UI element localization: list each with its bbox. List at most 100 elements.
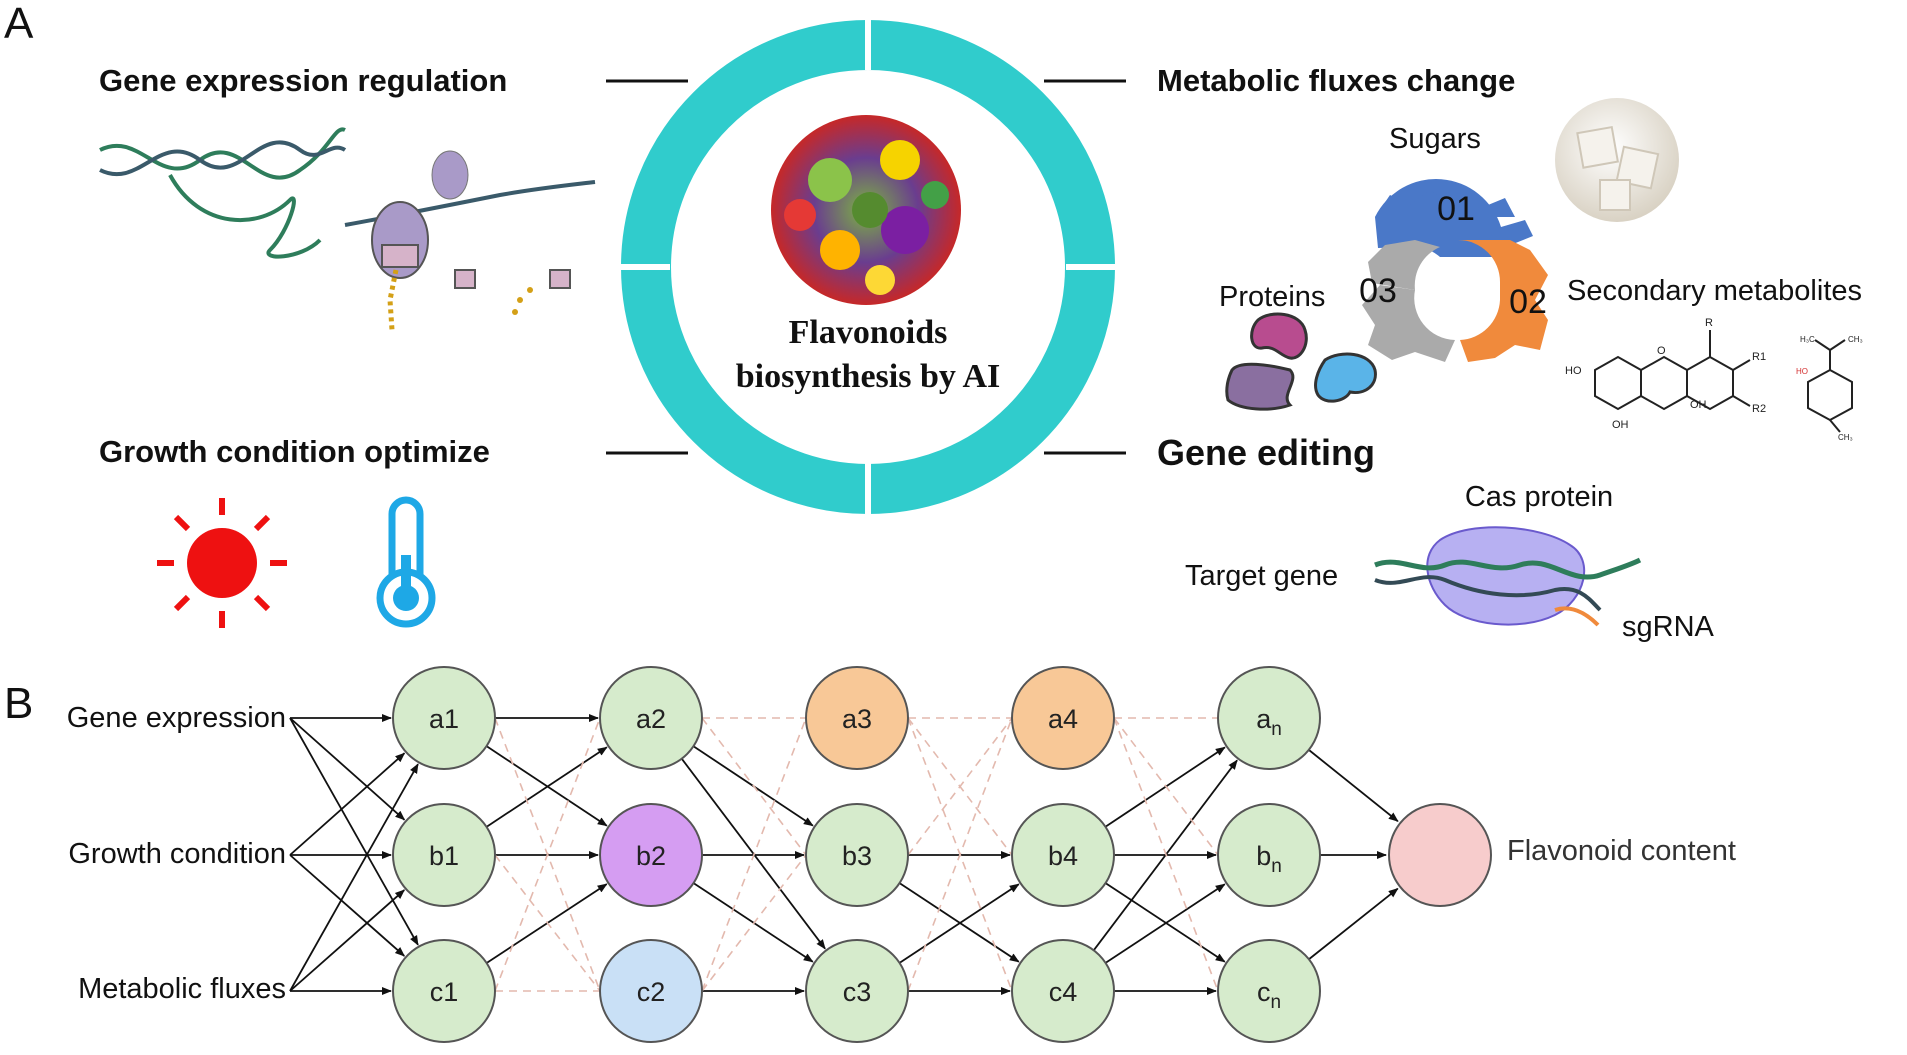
chem-oh-right: OH <box>1690 399 1707 411</box>
gear-number-01: 01 <box>1437 190 1475 228</box>
solid-edge <box>1105 882 1226 963</box>
node-label-a3: a3 <box>842 704 872 734</box>
output-label: Flavonoid content <box>1507 835 1736 867</box>
chem-r1: R1 <box>1752 351 1766 363</box>
node-b4 <box>1011 803 1115 907</box>
node-label-c4: c4 <box>1049 977 1078 1007</box>
input-edge <box>289 763 419 992</box>
chem-h3c: H₃C <box>1800 335 1815 344</box>
node-a1 <box>392 666 496 770</box>
solid-edge <box>1105 883 1226 964</box>
chem-ho: HO <box>1565 365 1582 377</box>
connector-lines <box>606 79 1126 455</box>
chem-r2: R2 <box>1752 403 1766 415</box>
node-label-an: an <box>1256 704 1282 740</box>
dashed-edge <box>1113 717 1219 856</box>
panel-label-a: A <box>4 0 34 48</box>
panel-label-b: B <box>4 679 33 728</box>
solid-edge <box>899 882 1020 963</box>
node-an <box>1217 666 1321 770</box>
node-cn <box>1217 939 1321 1043</box>
node-label-c2: c2 <box>637 977 666 1007</box>
node-label-bn: bn <box>1256 841 1282 877</box>
output-node <box>1388 803 1492 907</box>
node-label-a2: a2 <box>636 704 666 734</box>
dashed-edge <box>701 717 807 992</box>
input-label-growth-condition: Growth condition <box>68 838 286 870</box>
target-gene-label: Target gene <box>1185 560 1338 592</box>
heading-metabolic-fluxes: Metabolic fluxes change <box>1157 63 1515 98</box>
crispr-cas-icon <box>1374 526 1642 627</box>
solid-edge <box>899 883 1020 964</box>
node-label-c1: c1 <box>430 977 459 1007</box>
chem-ch3-bottom: CH₃ <box>1838 433 1853 442</box>
sugar-cubes-image <box>1555 98 1679 222</box>
sgrna-label: sgRNA <box>1622 611 1715 643</box>
node-label-b3: b3 <box>842 841 872 871</box>
node-b3 <box>805 803 909 907</box>
input-edge <box>289 752 406 856</box>
anthocyanidin-structure <box>1594 330 1751 411</box>
gear-cycle-icon <box>1362 179 1548 362</box>
input-edge <box>289 717 406 821</box>
heading-gene-expression: Gene expression regulation <box>99 63 507 98</box>
secondary-metabolites-label: Secondary metabolites <box>1567 275 1862 307</box>
dashed-edge <box>494 854 601 992</box>
input-edge <box>289 889 406 992</box>
node-a2 <box>599 666 703 770</box>
solid-edge <box>1093 759 1238 951</box>
node-label-b2: b2 <box>636 841 666 871</box>
chem-ch3-top: CH₃ <box>1848 335 1863 344</box>
output-edge <box>1308 887 1399 960</box>
node-bn <box>1217 803 1321 907</box>
proteins-label: Proteins <box>1219 281 1325 313</box>
node-b2 <box>599 803 703 907</box>
node-label-b4: b4 <box>1048 841 1078 871</box>
vegetables-image <box>771 115 961 305</box>
gear-number-02: 02 <box>1509 283 1547 321</box>
network-nodes: a1 b1 c1 a2 b2 c2 a3 b3 c3 a4 b4 c4 an bn cn <box>392 666 1321 1043</box>
thermometer-icon <box>376 496 436 628</box>
input-label-gene-expression: Gene expression <box>67 702 286 734</box>
solid-edge <box>486 883 608 964</box>
center-title-line2: biosynthesis by AI <box>736 358 1001 395</box>
central-ring <box>616 20 1120 515</box>
cas-protein-label: Cas protein <box>1465 481 1613 513</box>
chem-o: O <box>1657 345 1666 357</box>
solid-edge <box>681 758 826 950</box>
node-a4 <box>1011 666 1115 770</box>
dashed-edge <box>907 717 1013 992</box>
input-edge <box>289 717 419 946</box>
input-label-metabolic-fluxes: Metabolic fluxes <box>78 973 286 1005</box>
node-label-cn: cn <box>1257 977 1281 1013</box>
node-b1 <box>392 803 496 907</box>
heading-gene-editing: Gene editing <box>1157 432 1375 473</box>
dna-transcription-icon <box>99 127 596 331</box>
sugars-label: Sugars <box>1389 123 1481 155</box>
chem-oh-bottom: OH <box>1612 419 1629 431</box>
node-label-c3: c3 <box>843 977 872 1007</box>
network-edges <box>289 714 1399 995</box>
chem-r: R <box>1705 317 1713 329</box>
menthol-structure <box>1807 339 1853 433</box>
node-label-a4: a4 <box>1048 704 1078 734</box>
network-dashed-edges <box>494 717 1219 992</box>
center-title-line1: Flavonoids <box>789 314 948 351</box>
solid-edge <box>693 882 814 963</box>
node-label-b1: b1 <box>429 841 459 871</box>
output-edge <box>1308 749 1399 822</box>
dashed-edge <box>701 854 807 992</box>
solid-edge <box>486 746 608 828</box>
node-label-a1: a1 <box>429 704 459 734</box>
node-a3 <box>805 666 909 770</box>
proteins-icon <box>1225 312 1377 411</box>
node-c4 <box>1011 939 1115 1043</box>
dashed-edge <box>1113 717 1219 992</box>
dashed-edge <box>907 717 1013 856</box>
sun-icon <box>157 498 287 628</box>
solid-edge <box>486 745 608 827</box>
chem-ho-red: HO <box>1796 367 1808 376</box>
gear-number-03: 03 <box>1359 272 1397 310</box>
node-c2 <box>599 939 703 1043</box>
